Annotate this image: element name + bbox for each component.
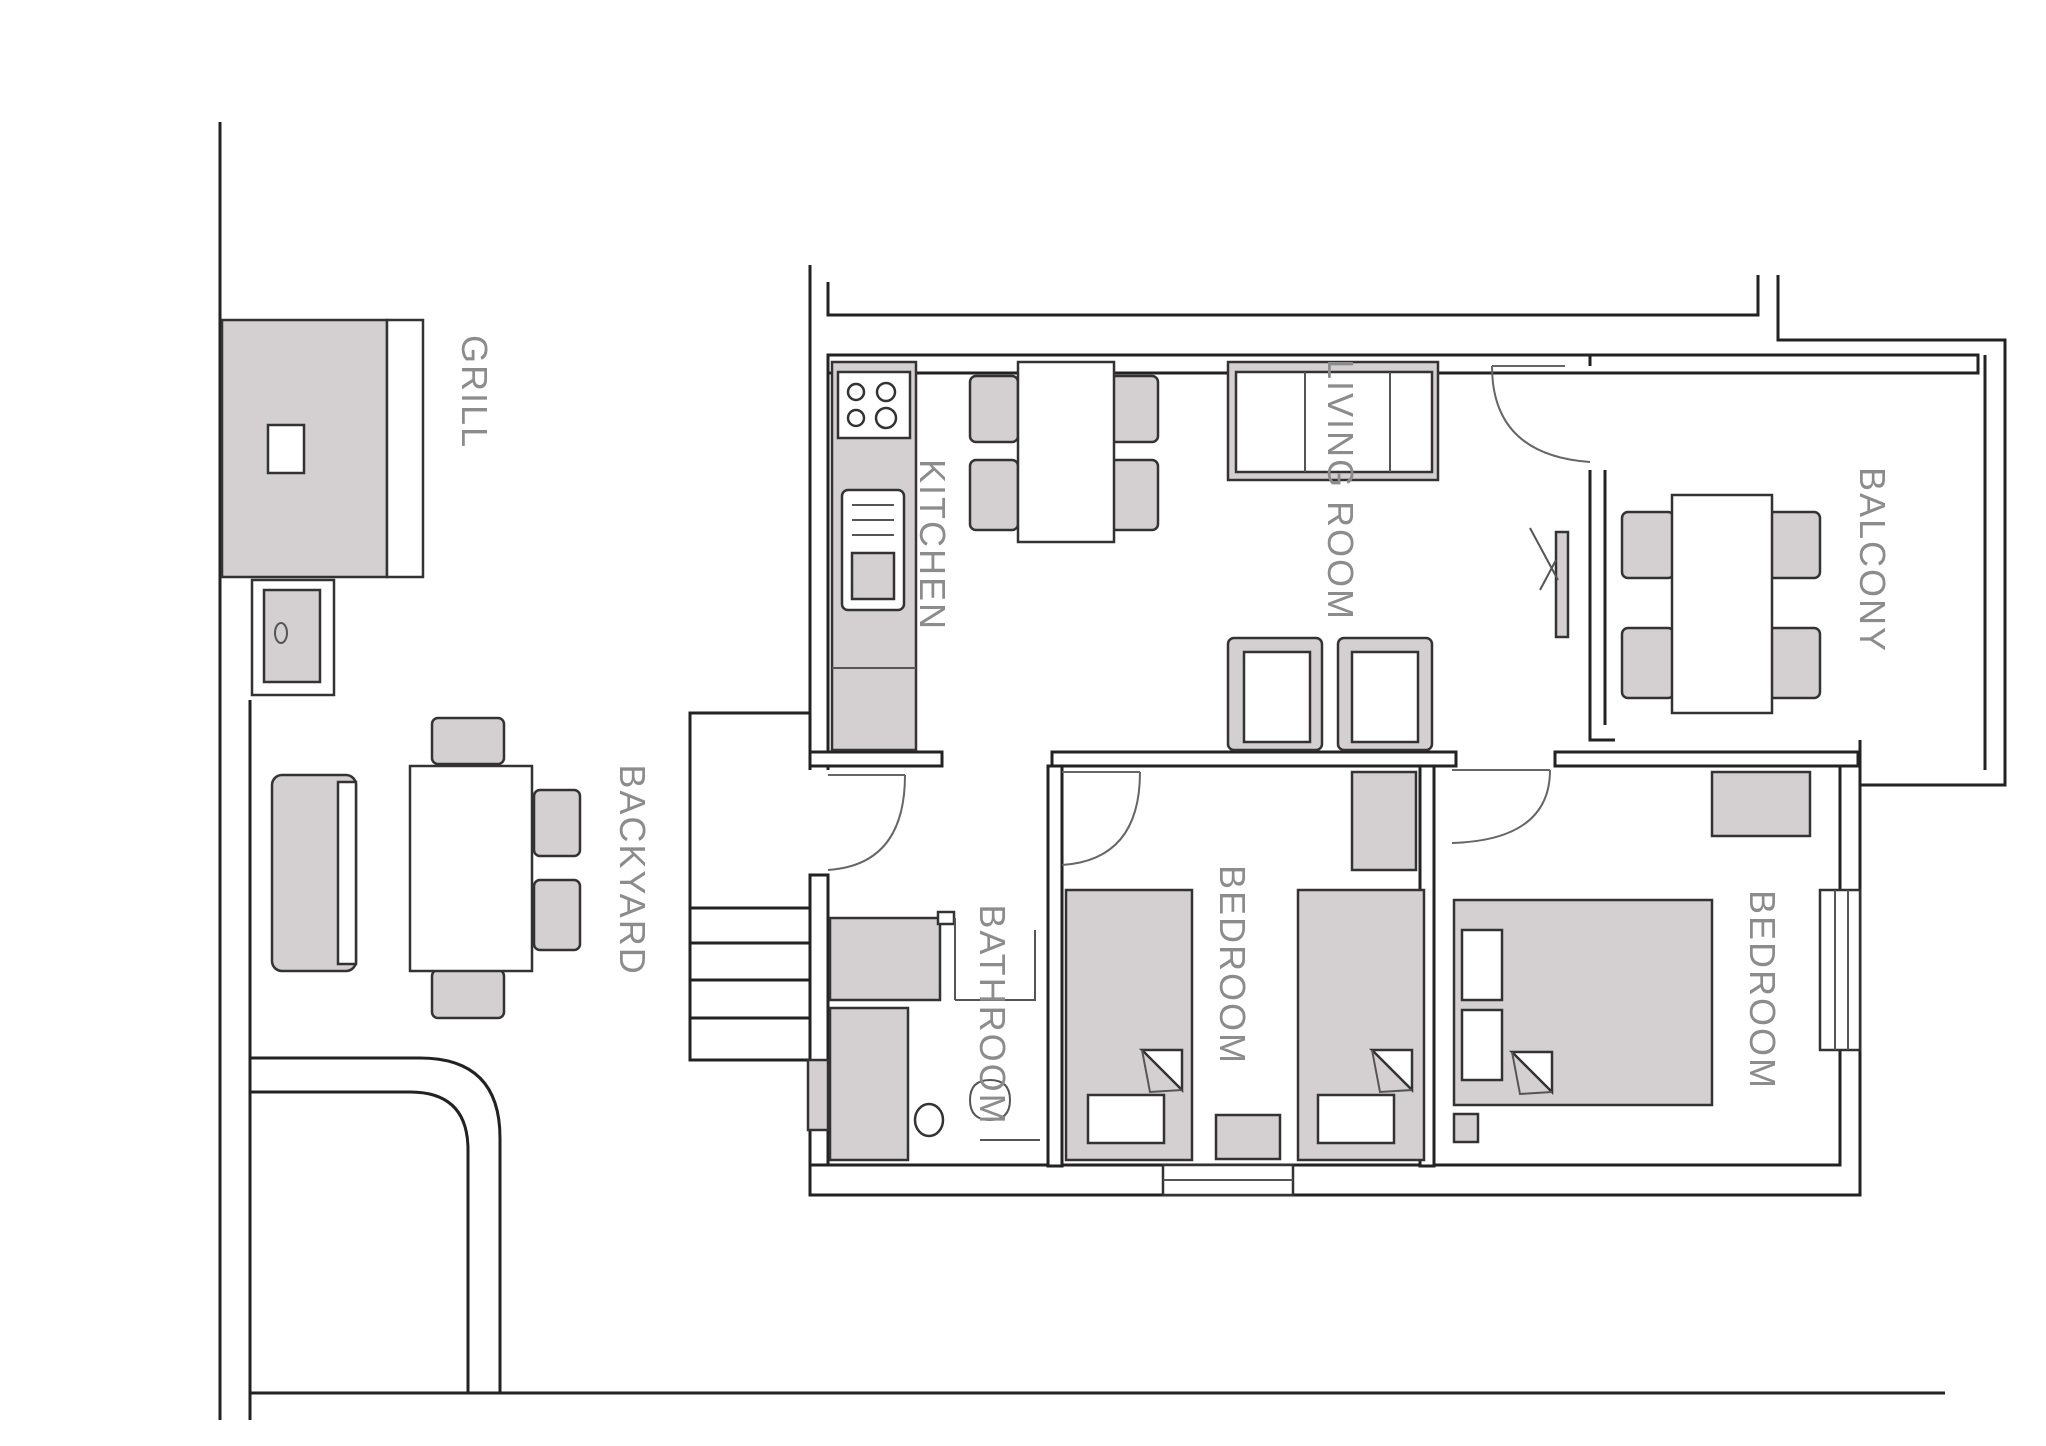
bedroom-2-label: BEDROOM xyxy=(1742,890,1783,1090)
backyard-sofa xyxy=(270,773,358,973)
bedroom-2-furniture xyxy=(1452,770,1862,1144)
balcony-label: BALCONY xyxy=(1852,467,1893,653)
grill-unit xyxy=(220,318,425,697)
dining-table xyxy=(968,360,1160,544)
backyard-table xyxy=(408,716,582,1020)
yard-boundary xyxy=(218,122,1945,1420)
entry-stairs xyxy=(688,711,810,1062)
tv-unit xyxy=(1529,527,1570,639)
kitchen-counter xyxy=(830,360,918,752)
living-room-sofa xyxy=(1226,360,1440,482)
bathroom-label: BATHROOM xyxy=(972,904,1013,1125)
balcony-table xyxy=(1620,493,1822,715)
bedroom-1-label: BEDROOM xyxy=(1212,865,1253,1065)
bathroom-fixtures xyxy=(806,910,1040,1162)
backyard-label: BACKYARD xyxy=(612,764,653,975)
doors xyxy=(827,365,1591,871)
bedroom-1-furniture xyxy=(1064,770,1426,1197)
living-room-label: LIVING ROOM xyxy=(1320,359,1361,621)
grill-label: GRILL xyxy=(454,335,495,449)
armchairs xyxy=(1226,636,1434,752)
kitchen-label: KITCHEN xyxy=(912,459,953,631)
house-walls xyxy=(808,265,2007,1197)
